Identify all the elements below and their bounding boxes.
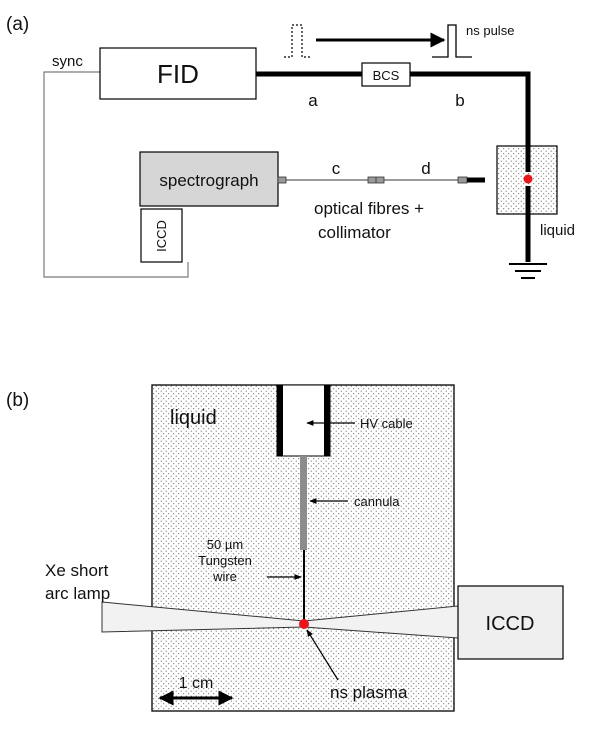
wire-label-3: wire bbox=[212, 569, 237, 584]
pulse-label: ns pulse bbox=[466, 23, 514, 38]
fibres-label-2: collimator bbox=[318, 223, 391, 242]
spectrograph-label: spectrograph bbox=[159, 171, 258, 190]
plasma-label: ns plasma bbox=[330, 683, 408, 702]
sync-line bbox=[43, 71, 189, 278]
panel-b-label: (b) bbox=[6, 390, 29, 411]
plasma-dot-b bbox=[299, 619, 309, 629]
panel-a-label: (a) bbox=[6, 14, 29, 35]
collimator bbox=[457, 176, 468, 184]
plasma-arrow bbox=[306, 629, 339, 681]
fibre-connector-left bbox=[277, 176, 287, 184]
liquid-label-b: liquid bbox=[170, 407, 217, 429]
plasma-dot-a bbox=[523, 174, 533, 184]
panel-b: (b) liquid HV cable cannula 50 µm Tungst… bbox=[6, 384, 564, 712]
cable-b bbox=[410, 71, 531, 146]
wire-label-2: Tungsten bbox=[198, 553, 252, 568]
iccd-box-b bbox=[457, 585, 564, 660]
scale-label: 1 cm bbox=[179, 675, 214, 692]
fid-label: FID bbox=[157, 59, 199, 89]
panel-a: (a) sync FID BCS a b ns pulse spectrogra… bbox=[6, 14, 575, 279]
wire-label-1: 50 µm bbox=[207, 537, 243, 552]
ground-icon bbox=[509, 263, 547, 279]
hv-cable-label: HV cable bbox=[360, 416, 413, 431]
lamp-label-1: Xe short bbox=[45, 561, 109, 580]
pulse-solid-icon bbox=[432, 24, 472, 58]
pulse-dotted-icon bbox=[284, 24, 310, 58]
spectrograph-box bbox=[139, 151, 279, 207]
cannula bbox=[300, 456, 307, 550]
bcs-label: BCS bbox=[373, 68, 400, 83]
iccd-box-a bbox=[140, 208, 183, 263]
cannula-label: cannula bbox=[354, 494, 400, 509]
fibres-label-1: optical fibres + bbox=[314, 199, 424, 218]
lamp-label-2: arc lamp bbox=[45, 584, 110, 603]
sync-label: sync bbox=[52, 53, 83, 70]
iccd-label-a: ICCD bbox=[154, 220, 169, 252]
cable-b-label: b bbox=[455, 91, 464, 110]
fibre-d-label: d bbox=[421, 159, 430, 178]
liquid-label-a: liquid bbox=[540, 222, 575, 239]
iccd-label-b: ICCD bbox=[486, 613, 535, 635]
cable-a-label: a bbox=[308, 91, 318, 110]
hv-cable bbox=[276, 384, 331, 457]
bcs-box bbox=[361, 62, 411, 87]
fibre-c-label: c bbox=[332, 159, 341, 178]
